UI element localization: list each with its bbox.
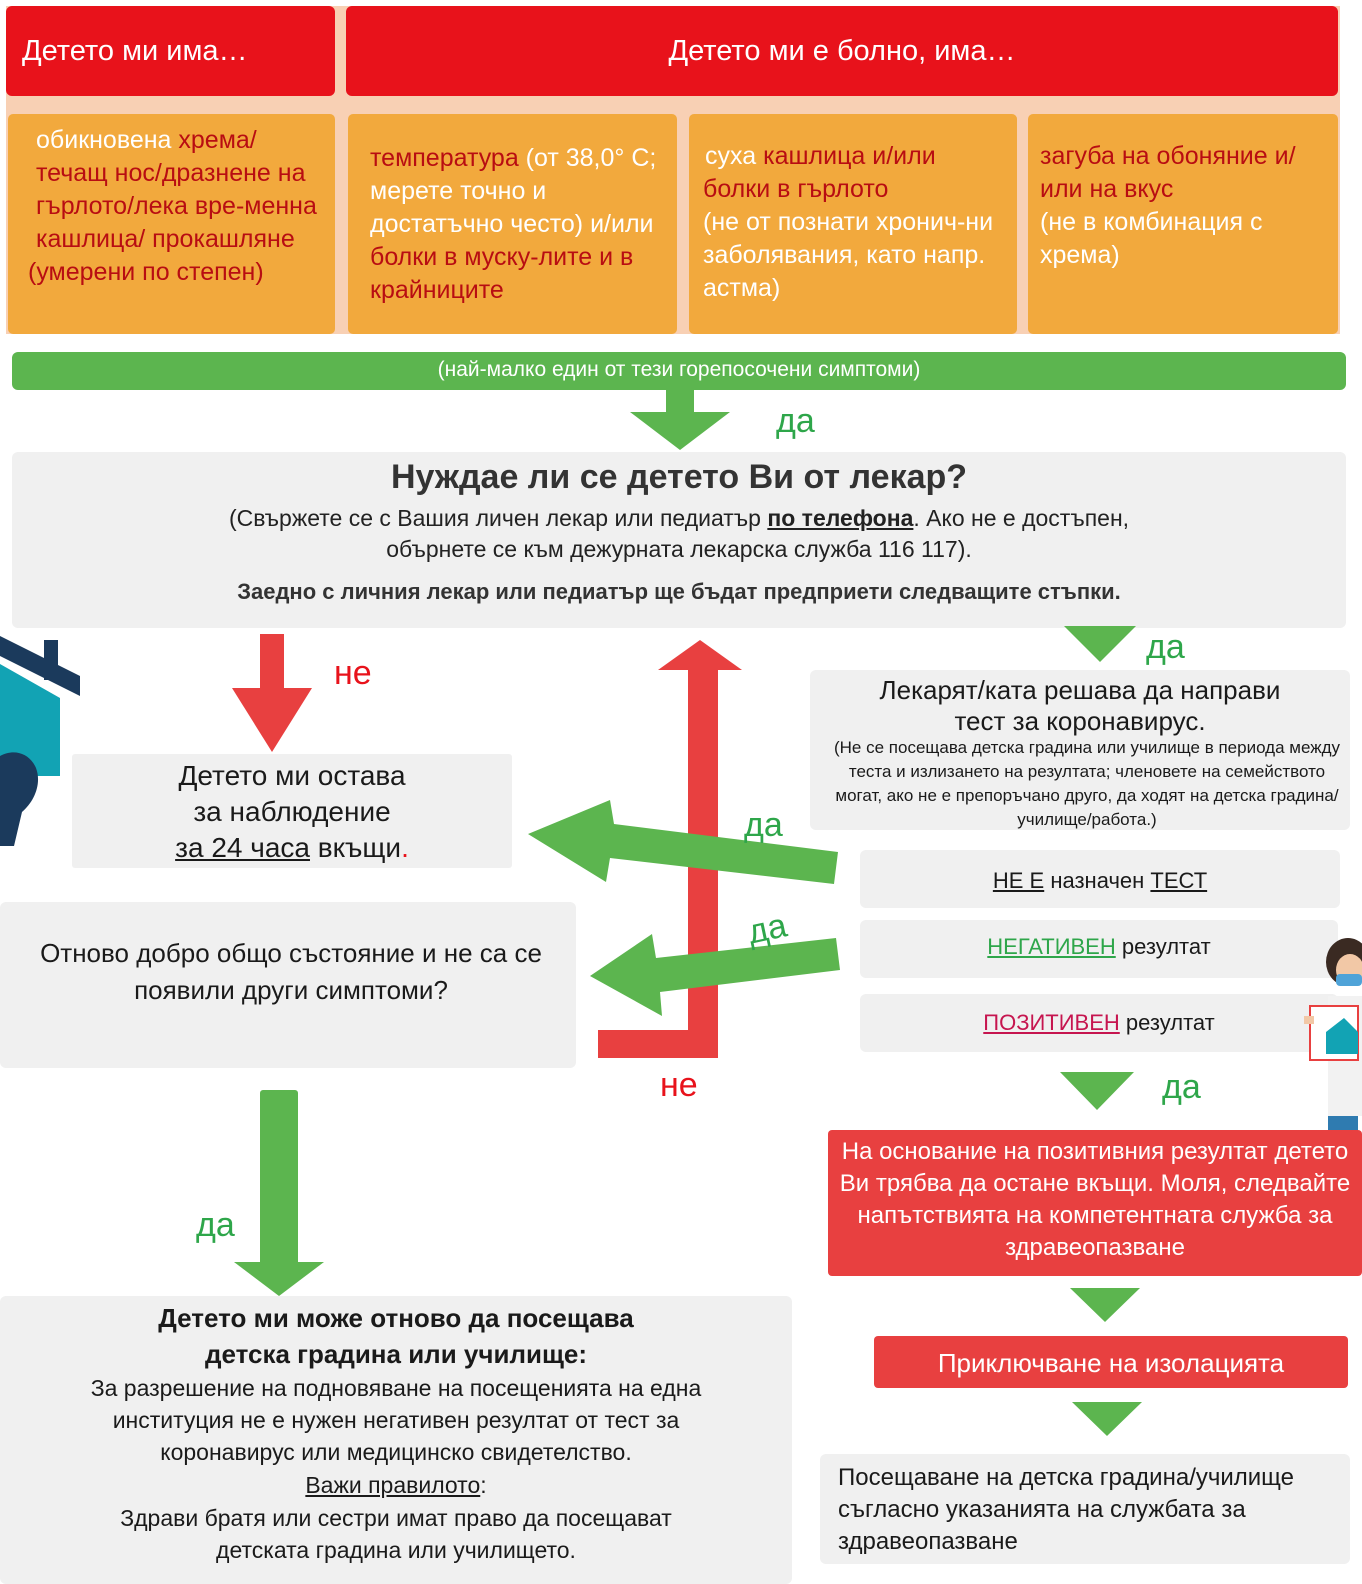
arrow-down-positive bbox=[1060, 1072, 1134, 1110]
attend-per-health-office-box: Посещаване на детска градина/училище съг… bbox=[820, 1454, 1350, 1564]
house-icon bbox=[0, 636, 80, 846]
symptom-box-cold: обикновена хрема/ течащ нос/дразнене на … bbox=[8, 114, 335, 334]
label-yes-6: да bbox=[196, 1206, 235, 1244]
result-no-test: НЕ Е назначен ТЕСТ bbox=[860, 850, 1340, 908]
arrow-down-1 bbox=[630, 388, 730, 450]
header-left-text: Детето ми има… bbox=[22, 34, 248, 67]
positive-result-box: На основание на позитивния резултат дете… bbox=[828, 1130, 1362, 1276]
header-right-text: Детето ми е болно, има… bbox=[668, 34, 1016, 67]
return-to-school-box: Детето ми може отново да посещава детска… bbox=[0, 1296, 792, 1584]
label-yes-2: да bbox=[1146, 628, 1185, 666]
symptom-box-fever: температура (от 38,0° С; мерете точно и … bbox=[348, 114, 677, 334]
doctor-decides-test-box: Лекарят/ката решава да направи тест за к… bbox=[810, 670, 1350, 830]
label-yes-5: да bbox=[1162, 1068, 1201, 1106]
end-isolation-box: Приключване на изолацията bbox=[874, 1336, 1348, 1388]
label-yes-1: да bbox=[776, 402, 815, 440]
arrow-down-test bbox=[1064, 626, 1136, 662]
recovered-question-box: Отново добро общо състояние и не са се п… bbox=[0, 902, 576, 1068]
header-left: Детето ми има… bbox=[6, 6, 335, 96]
doctor-next-steps: Заедно с личния лекар или педиатър ще бъ… bbox=[237, 579, 1121, 604]
arrow-down-no bbox=[232, 634, 312, 752]
arrow-left-negative bbox=[590, 934, 840, 1016]
symptom-box-smell: загуба на обоняние и/или на вкус (не в к… bbox=[1028, 114, 1338, 334]
result-negative: НЕГАТИВЕН резултат bbox=[860, 920, 1338, 978]
arrow-down-final bbox=[1072, 1402, 1142, 1436]
label-yes-3: да bbox=[744, 806, 783, 844]
arrow-down-yes-school bbox=[234, 1090, 324, 1296]
arrow-down-isolation bbox=[1070, 1288, 1140, 1322]
label-yes-4: да bbox=[744, 906, 791, 952]
symptom-box-cough: суха кашлица и/или болки в гърлото (не о… bbox=[689, 114, 1017, 334]
doctor-question-box: Нуждае ли се детето Ви от лекар? (Свърже… bbox=[12, 452, 1346, 628]
arrow-left-no-test bbox=[528, 800, 838, 884]
result-positive: ПОЗИТИВЕН резултат bbox=[860, 994, 1338, 1052]
at-least-one-symptom-bar: (най-малко един от тези горепосочени сим… bbox=[12, 352, 1346, 390]
test-note: (Не се посещава детска градина или учили… bbox=[833, 738, 1340, 829]
observe-24h-box: Детето ми остава за наблюдение за 24 час… bbox=[72, 754, 512, 868]
doctor-question-title: Нуждае ли се детето Ви от лекар? bbox=[390, 458, 968, 496]
doctor-contact-line2: обърнете се към дежурната лекарска служб… bbox=[386, 536, 972, 562]
header-right: Детето ми е болно, има… bbox=[346, 6, 1338, 96]
label-no-2: не bbox=[660, 1066, 698, 1104]
label-no-1: не bbox=[334, 654, 372, 692]
symptom-note: (умерени по степен) bbox=[28, 258, 264, 286]
doctor-contact-line1: (Свържете се с Вашия личен лекар или пед… bbox=[228, 505, 1130, 531]
